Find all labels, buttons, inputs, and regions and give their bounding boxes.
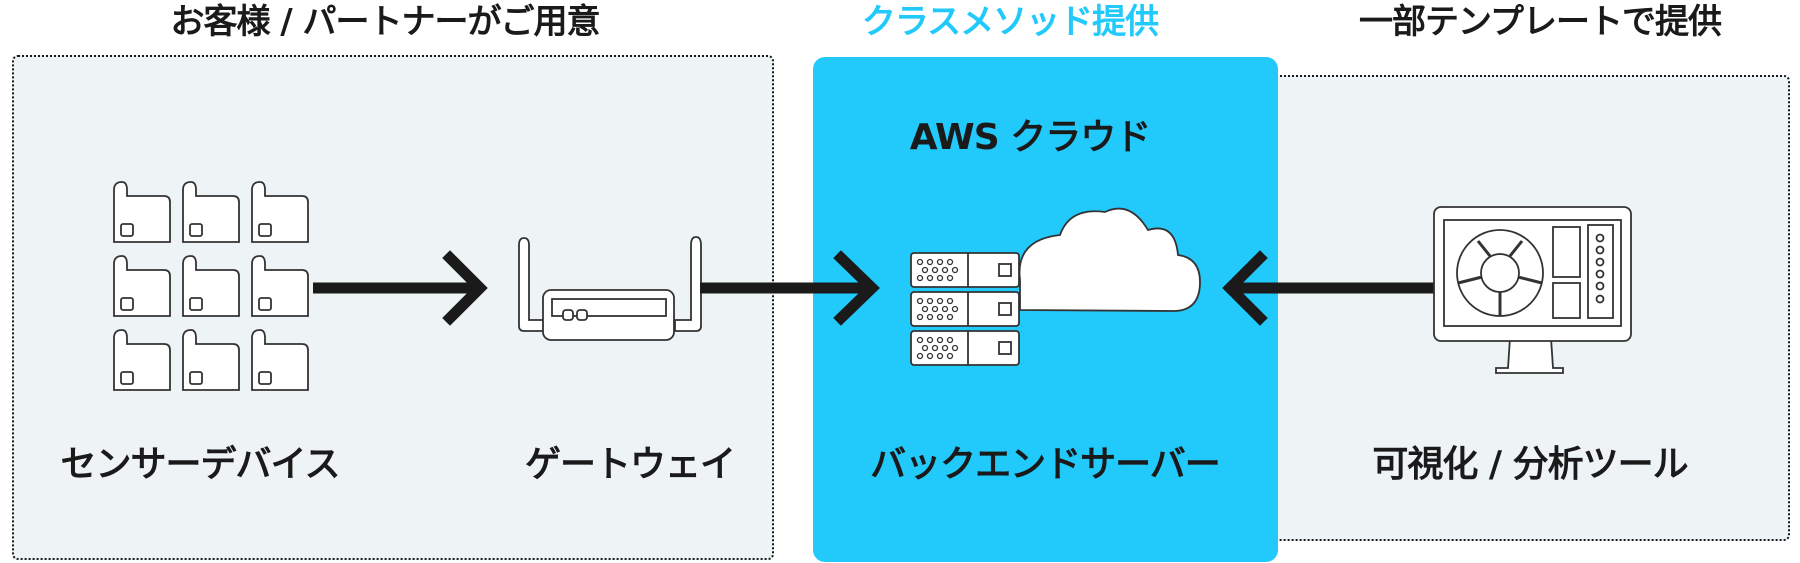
arrow-sensors-to-gateway bbox=[313, 250, 488, 326]
sensor-devices-label: センサーデバイス bbox=[60, 444, 341, 485]
arrow-gateway-to-backend bbox=[700, 250, 880, 326]
heading-customer: お客様 / パートナーがご用意 bbox=[170, 2, 600, 42]
backend-server-label: バックエンドサーバー bbox=[870, 444, 1221, 485]
arrow-visualization-to-backend bbox=[1222, 250, 1440, 326]
monitor-dashboard-icon bbox=[1433, 206, 1632, 374]
aws-cloud-title: AWS クラウド bbox=[909, 117, 1151, 158]
heading-classmethod: クラスメソッド提供 bbox=[861, 2, 1159, 42]
sensor-device-icon bbox=[113, 181, 309, 391]
server-cloud-icon bbox=[910, 207, 1201, 366]
heading-template: 一部テンプレートで提供 bbox=[1359, 2, 1722, 42]
gateway-label: ゲートウェイ bbox=[524, 444, 736, 485]
visualization-label: 可視化 / 分析ツール bbox=[1372, 444, 1688, 485]
router-icon bbox=[518, 236, 702, 341]
